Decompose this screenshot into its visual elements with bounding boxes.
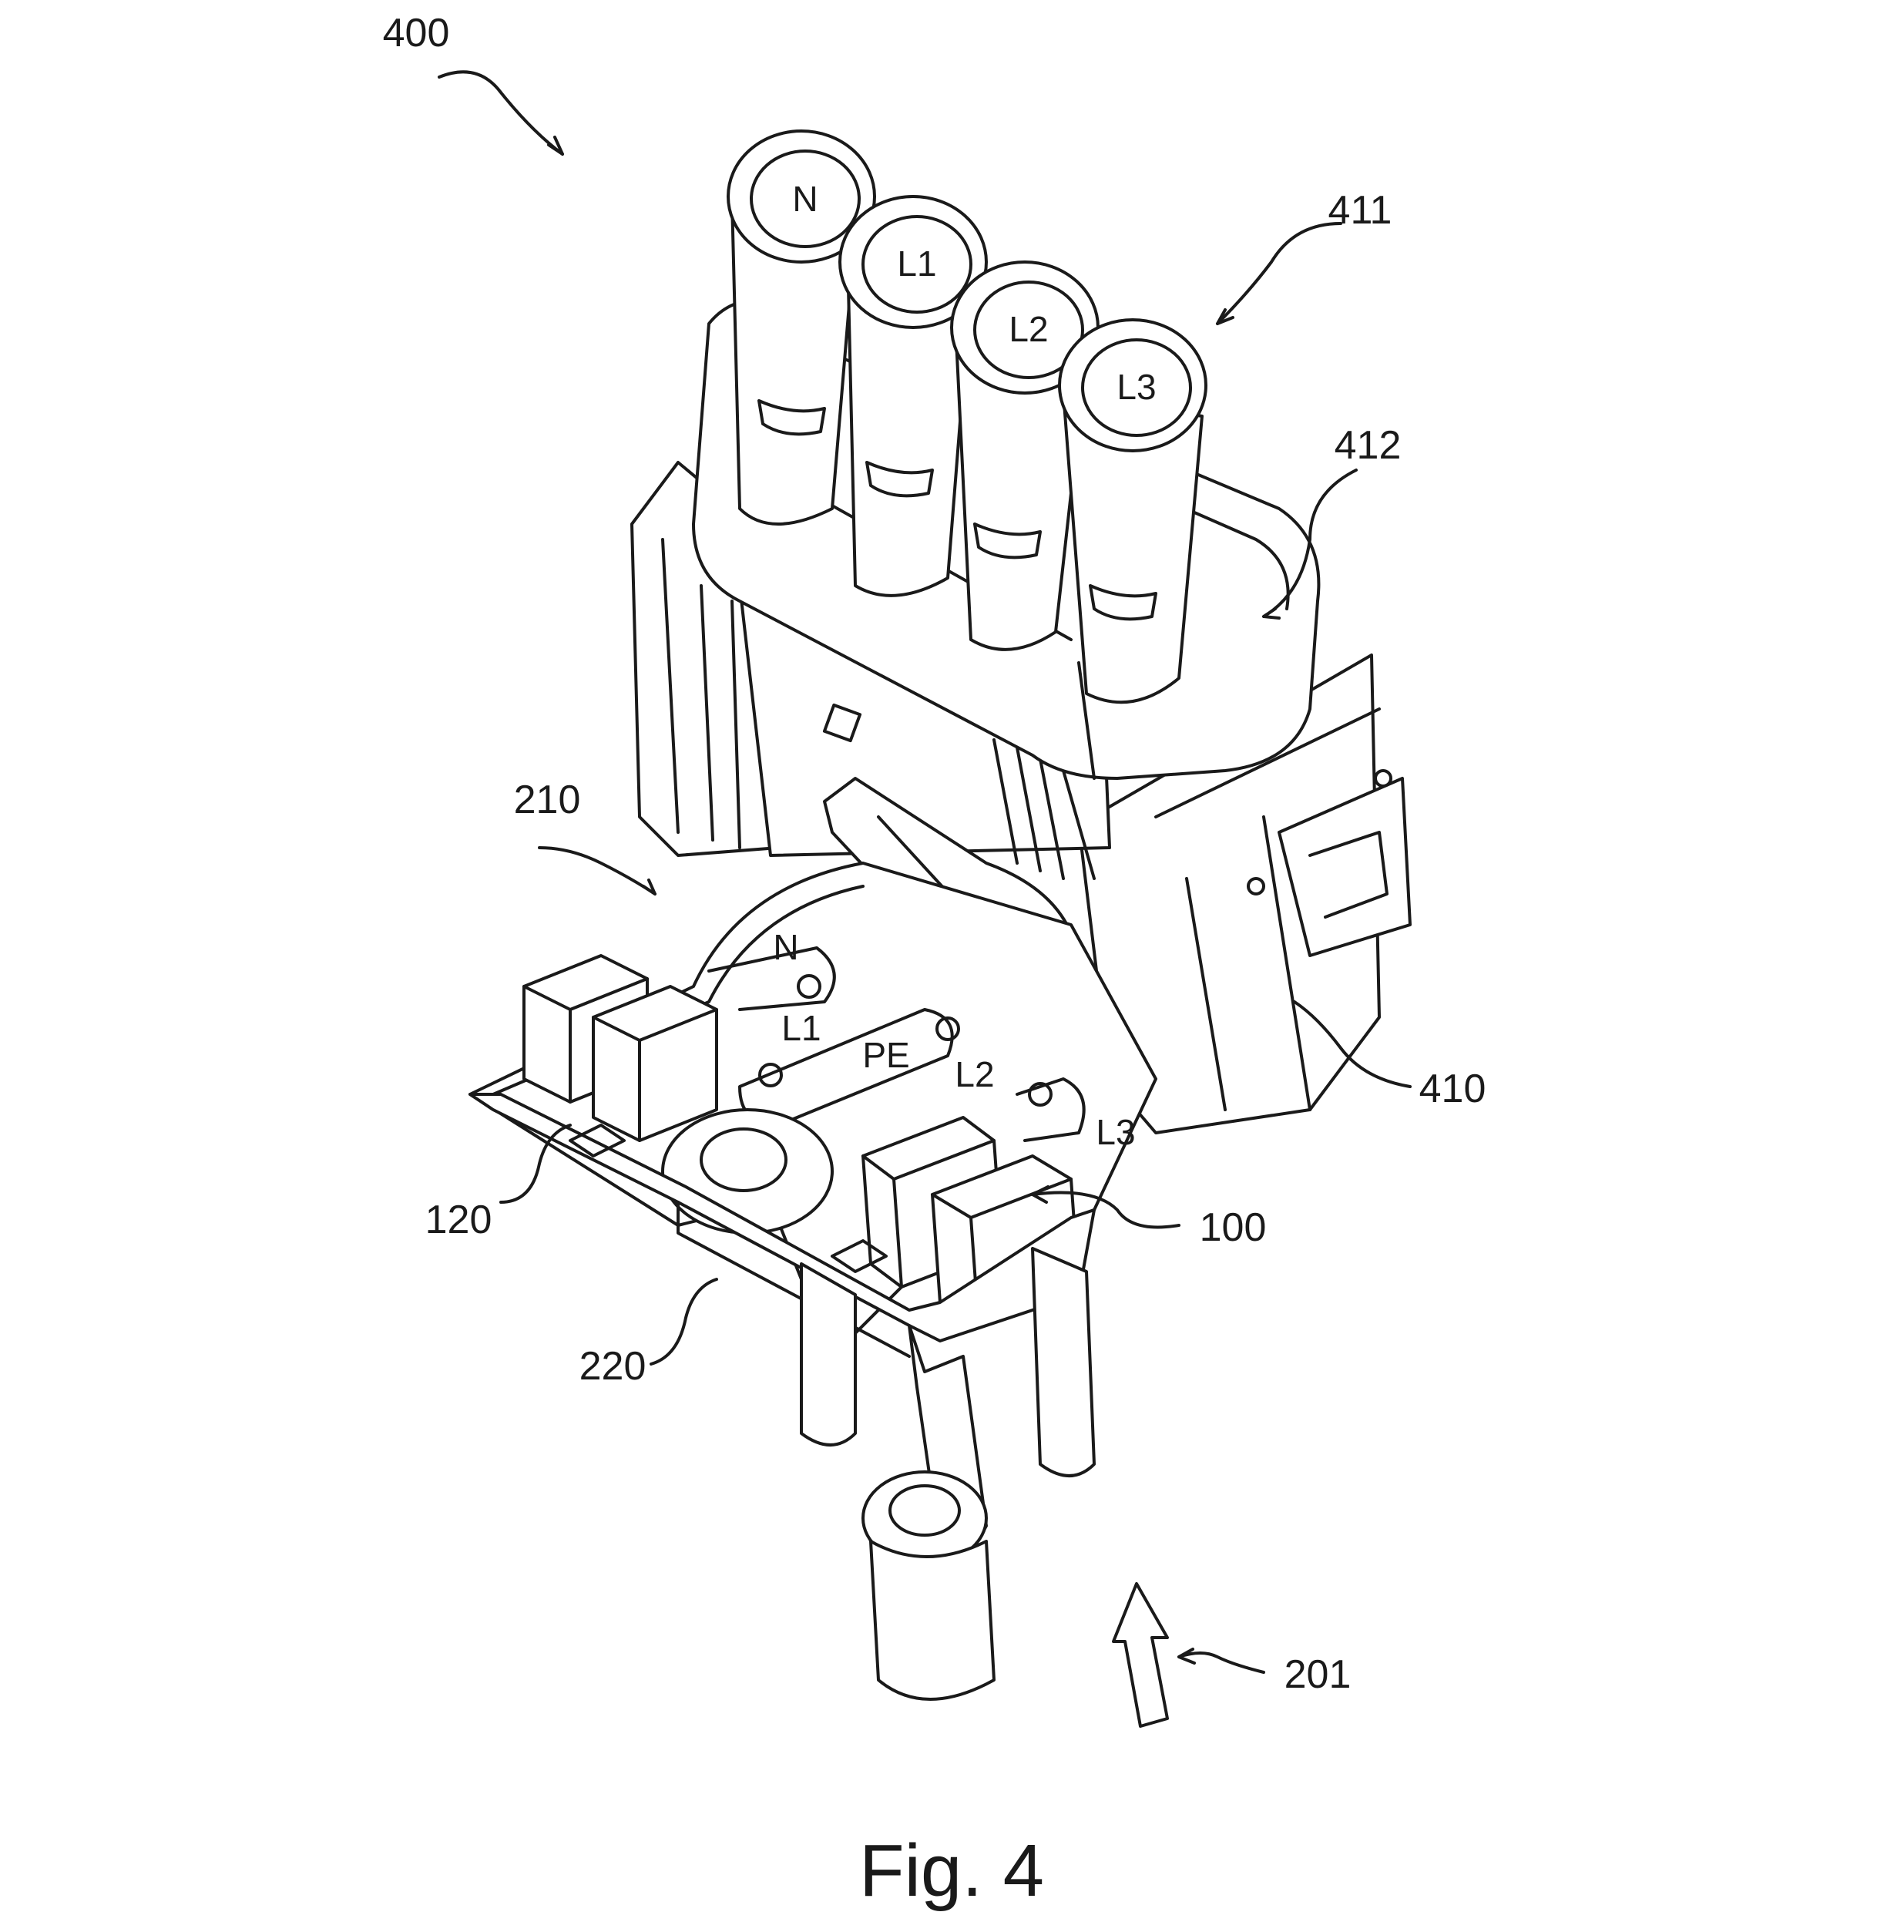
terminal-label-n: N (773, 927, 798, 967)
terminal-label-l3: L3 (1096, 1112, 1135, 1152)
sleeve-label-l2: L2 (1009, 309, 1048, 349)
sleeve-label-n: N (792, 179, 818, 219)
terminal-label-l1: L1 (781, 1008, 821, 1048)
ref-410: 410 (1419, 1067, 1486, 1111)
ref-210: 210 (514, 778, 581, 822)
ref-412: 412 (1335, 423, 1402, 468)
ref-220: 220 (579, 1344, 646, 1389)
figure-caption: Fig. 4 (859, 1830, 1044, 1912)
ref-201: 201 (1284, 1652, 1352, 1697)
ref-411: 411 (1328, 188, 1392, 233)
sleeve-label-l1: L1 (897, 244, 936, 284)
terminal-label-l2: L2 (955, 1054, 994, 1094)
contact-pins (800, 1247, 1096, 1701)
leader-lines (438, 70, 1412, 1674)
ref-120: 120 (425, 1198, 492, 1242)
connector-housing-410 (1077, 654, 1412, 1134)
insertion-arrow-201 (1112, 1582, 1169, 1728)
sleeve-label-l3: L3 (1117, 367, 1156, 407)
pin-sleeves-411 (727, 129, 1207, 704)
ref-100: 100 (1200, 1205, 1267, 1250)
carrier-sheet-220 (468, 1093, 1096, 1358)
ref-400: 400 (383, 11, 450, 55)
terminal-label-pe: PE (862, 1035, 909, 1075)
